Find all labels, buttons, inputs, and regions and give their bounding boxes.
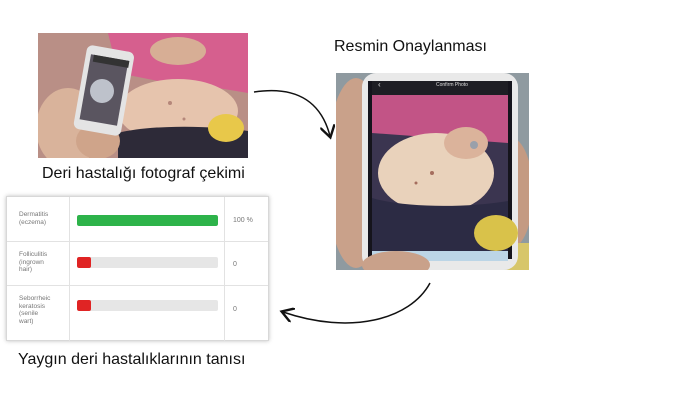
photo-capture-caption: Deri hastalığı fotograf çekimi bbox=[42, 165, 245, 182]
confirm-photo-image: Confirm Photo ‹ bbox=[336, 73, 529, 270]
phone-screen-title: Confirm Photo bbox=[436, 82, 468, 88]
condition-name: (senile bbox=[19, 310, 39, 317]
condition-name: (eczema) bbox=[19, 218, 47, 226]
probability-value: 0 bbox=[233, 261, 237, 268]
diagnosis-row: Dermatitis (eczema) 100 % bbox=[7, 197, 268, 241]
condition-name: (ingrown bbox=[19, 258, 44, 266]
probability-fill bbox=[77, 257, 91, 268]
arrow-capture-to-confirm bbox=[253, 89, 330, 136]
back-arrow-icon: ‹ bbox=[378, 80, 381, 89]
probability-fill bbox=[77, 300, 91, 311]
condition-name: Folliculitis bbox=[19, 251, 48, 258]
probability-value: 100 % bbox=[233, 217, 253, 224]
probability-bar bbox=[77, 257, 218, 268]
diagnosis-results-panel: Dermatitis (eczema) 100 % Folliculitis (… bbox=[6, 196, 269, 341]
arrow-confirm-to-diagnosis bbox=[283, 282, 431, 324]
condition-name: keratosis bbox=[19, 302, 46, 310]
confirm-photo-caption: Resmin Onaylanması bbox=[334, 38, 487, 55]
probability-value: 0 bbox=[233, 306, 237, 313]
diagnosis-caption: Yaygın deri hastalıklarının tanısı bbox=[18, 351, 246, 368]
condition-name: Dermatitis bbox=[19, 211, 49, 218]
probability-fill bbox=[77, 215, 218, 226]
condition-name: wart) bbox=[19, 317, 34, 325]
probability-bar bbox=[77, 215, 218, 226]
condition-name: hair) bbox=[19, 266, 33, 273]
diagnosis-row: Seborrheic keratosis (senile wart) 0 bbox=[7, 285, 268, 341]
diagnosis-row: Folliculitis (ingrown hair) 0 bbox=[7, 241, 268, 286]
condition-name: Seborrheic bbox=[19, 295, 51, 302]
probability-bar bbox=[77, 300, 218, 311]
skin-photo-capture-image bbox=[38, 33, 248, 158]
